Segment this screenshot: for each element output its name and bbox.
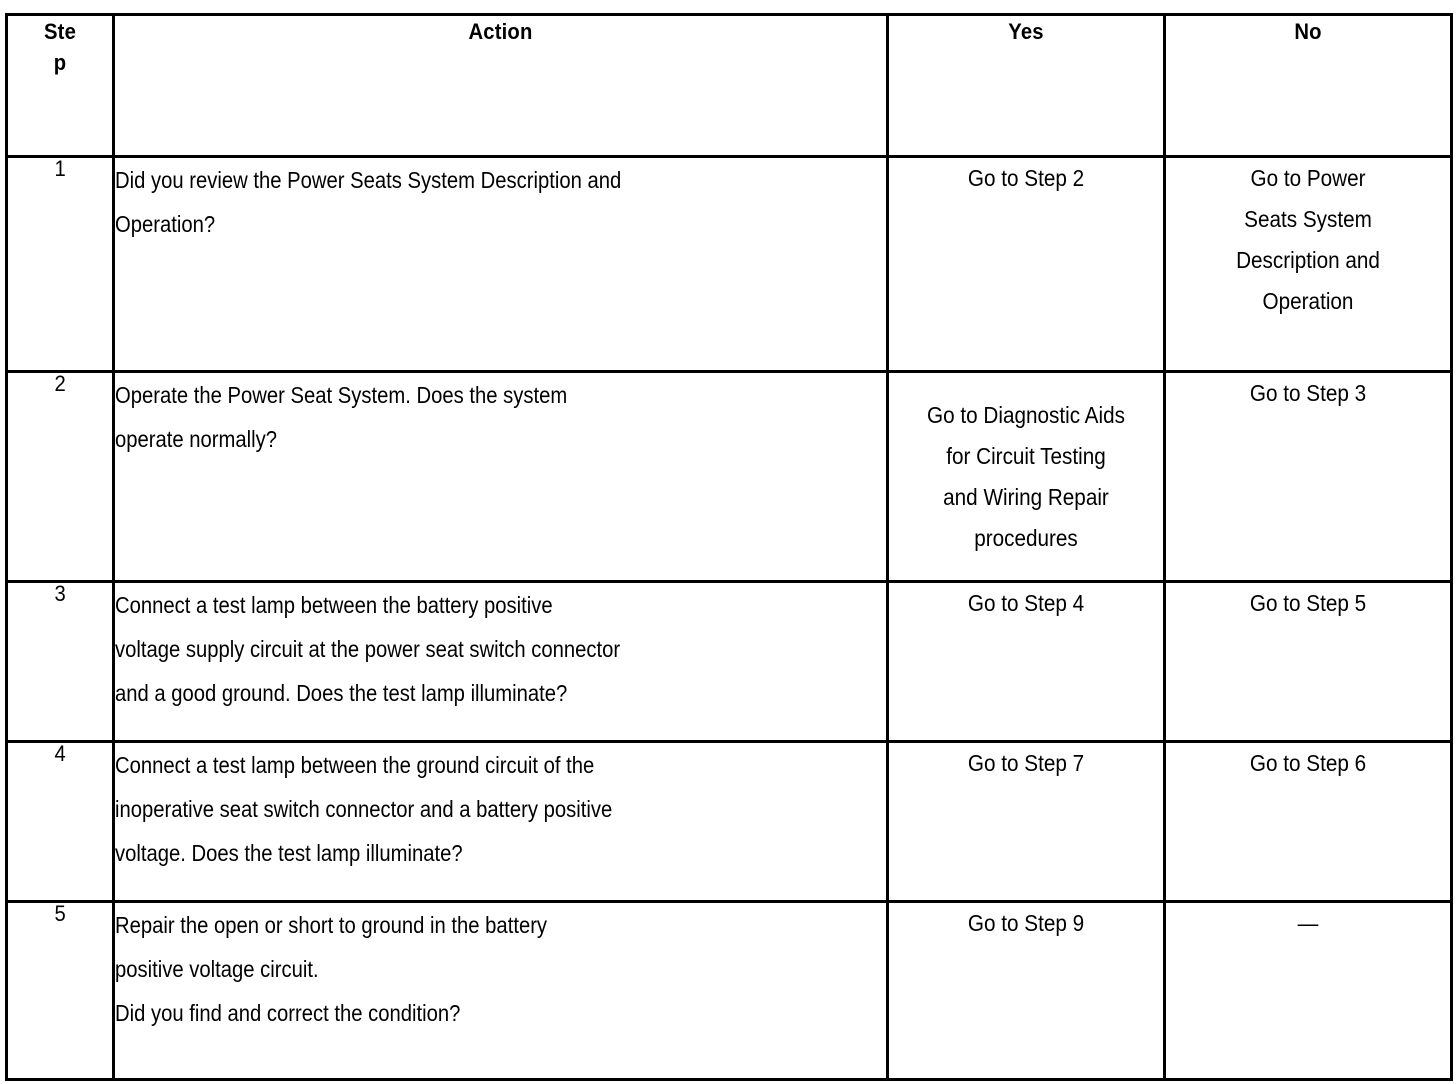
action-line: voltage. Does the test lamp illuminate? [115,840,463,866]
result-line: Operation [1262,288,1354,314]
column-header-action: Action [112,13,889,158]
step-number: 2 [54,371,66,396]
diagnostic-procedure-table: Step Action Yes No 1 Did yo [5,13,1453,1081]
no-result-text: Go to Step 5 [1166,583,1450,638]
yes-result-text: Go to Step 2 [889,158,1163,213]
yes-result-cell: Go to Step 2 [886,155,1166,373]
table-row: 2 Operate the Power Seat System. Does th… [5,370,1453,583]
table-row: 4 Connect a test lamp between the ground… [5,740,1453,903]
step-number: 3 [54,581,66,606]
result-line: Go to Diagnostic Aids [927,402,1125,428]
action-line: inoperative seat switch connector and a … [115,796,613,822]
yes-result-text: Go to Step 4 [889,583,1163,638]
result-line: and Wiring Repair [943,484,1109,510]
action-line: Connect a test lamp between the battery … [115,592,553,618]
action-line: Repair the open or short to ground in th… [115,912,548,938]
table-body: 1 Did you review the Power Seats System … [5,155,1453,1081]
no-result-text: Go to Step 6 [1166,743,1450,798]
action-line: and a good ground. Does the test lamp il… [115,680,568,706]
yes-result-text: Go to Step 7 [889,743,1163,798]
result-line: Go to Step 2 [967,165,1085,191]
step-number-cell: 3 [5,580,115,743]
action-cell: Repair the open or short to ground in th… [112,900,889,1081]
no-result-text: Go to Power Seats System Description and… [1166,158,1450,322]
action-line: positive voltage circuit. [115,956,319,982]
result-line: Go to Step 7 [967,750,1085,776]
yes-result-cell: Go to Diagnostic Aids for Circuit Testin… [886,370,1166,583]
action-cell: Did you review the Power Seats System De… [112,155,889,373]
result-line: Go to Step 4 [967,590,1085,616]
table-row: 3 Connect a test lamp between the batter… [5,580,1453,743]
action-line: Operation? [115,211,216,237]
result-line: — [1297,910,1319,936]
result-line: for Circuit Testing [946,443,1106,469]
result-line: Go to Step 6 [1249,750,1367,776]
step-number-cell: 5 [5,900,115,1081]
action-line: Did you find and correct the condition? [115,1000,461,1026]
no-result-cell: Go to Step 3 [1163,370,1453,583]
action-cell: Connect a test lamp between the battery … [112,580,889,743]
action-cell: Operate the Power Seat System. Does the … [112,370,889,583]
step-number-cell: 1 [5,155,115,373]
action-line: Did you review the Power Seats System De… [115,167,622,193]
column-header-step: Step [5,13,115,158]
action-line: voltage supply circuit at the power seat… [115,636,621,662]
no-result-text: Go to Step 3 [1166,373,1450,428]
result-line: procedures [974,525,1078,551]
result-line: Go to Step 9 [967,910,1085,936]
column-header-no: No [1163,13,1453,158]
step-number: 5 [54,901,66,926]
table-row: 1 Did you review the Power Seats System … [5,155,1453,373]
header-row: Step Action Yes No [5,13,1453,158]
table-row: 5 Repair the open or short to ground in … [5,900,1453,1081]
column-header-yes: Yes [886,13,1166,158]
no-result-text: — [1166,903,1450,950]
yes-result-cell: Go to Step 9 [886,900,1166,1081]
action-line: Operate the Power Seat System. Does the … [115,382,568,408]
step-number-cell: 2 [5,370,115,583]
table-header: Step Action Yes No [5,13,1453,158]
result-line: Description and [1236,247,1380,273]
column-header-yes-label: Yes [1008,19,1044,44]
yes-result-cell: Go to Step 4 [886,580,1166,743]
yes-result-text: Go to Step 9 [889,903,1163,958]
action-line: operate normally? [115,426,278,452]
step-number-cell: 4 [5,740,115,903]
result-line: Go to Step 5 [1249,590,1367,616]
step-number: 4 [54,741,66,766]
no-result-cell: — [1163,900,1453,1081]
action-line: Connect a test lamp between the ground c… [115,752,595,778]
column-header-step-label: Step [43,19,77,76]
step-number: 1 [54,156,66,181]
no-result-cell: Go to Step 5 [1163,580,1453,743]
yes-result-cell: Go to Step 7 [886,740,1166,903]
result-line: Seats System [1244,206,1372,232]
column-header-action-label: Action [468,19,533,44]
yes-result-text: Go to Diagnostic Aids for Circuit Testin… [889,373,1163,559]
no-result-cell: Go to Step 6 [1163,740,1453,903]
result-line: Go to Step 3 [1249,380,1367,406]
result-line: Go to Power [1250,165,1366,191]
column-header-no-label: No [1294,19,1322,44]
no-result-cell: Go to Power Seats System Description and… [1163,155,1453,373]
action-cell: Connect a test lamp between the ground c… [112,740,889,903]
